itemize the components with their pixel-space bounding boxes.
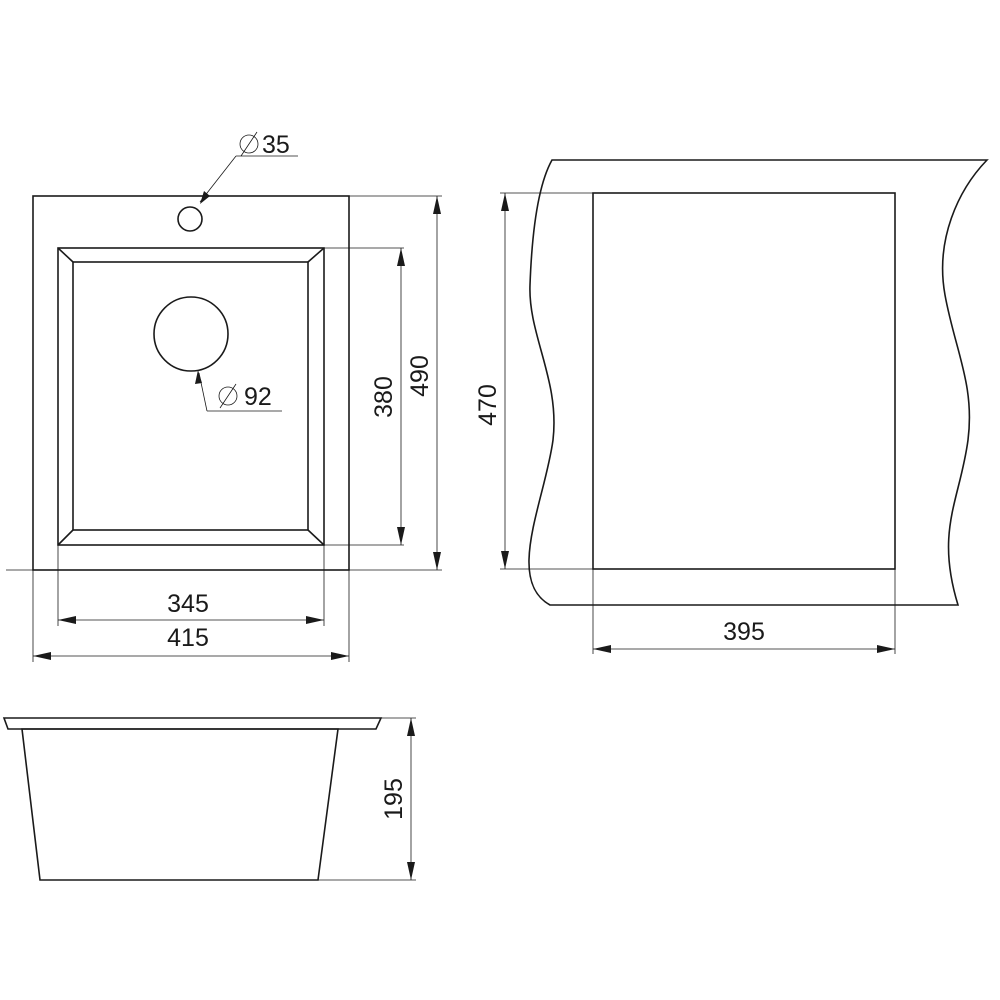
cutout-width-label: 395 [723, 618, 765, 646]
overall-width-dimension: 415 [33, 624, 349, 660]
countertop-break-outline [528, 159, 989, 606]
bowl-chamfers [57, 247, 325, 546]
overall-width-label: 415 [167, 624, 209, 652]
depth-label: 195 [380, 778, 408, 820]
drain-callout: 92 [195, 370, 282, 412]
diameter-symbol-icon [218, 383, 238, 409]
cutout-width-dimension: 395 [593, 618, 895, 653]
cutout-extension-lines [500, 192, 896, 654]
sink-rim [2, 717, 383, 730]
side-extension-lines [318, 717, 416, 881]
side-view: 195 [2, 717, 416, 881]
bowl-inner-edge [72, 261, 309, 531]
sink-outline [32, 195, 350, 571]
diameter-symbol-icon [239, 131, 259, 157]
sink-bowl-profile [21, 728, 339, 881]
overall-height-label: 490 [406, 355, 434, 397]
top-view: 35 92 380 [6, 131, 442, 662]
depth-dimension: 195 [380, 718, 415, 880]
bowl-width-dimension: 345 [58, 590, 324, 624]
cutout-view: 470 395 [474, 159, 989, 654]
tap-hole-callout: 35 [199, 131, 298, 204]
bowl-width-label: 345 [167, 590, 209, 618]
tap-hole [177, 206, 203, 232]
cutout-height-dimension: 470 [474, 193, 509, 569]
bowl-height-dimension: 380 [370, 248, 405, 545]
drain-hole [153, 296, 229, 372]
cutout-height-label: 470 [474, 384, 502, 426]
bowl-height-label: 380 [370, 376, 398, 418]
cutout-rectangle [592, 192, 896, 570]
drain-diameter-label: 92 [244, 383, 272, 411]
overall-height-dimension: 490 [406, 196, 441, 570]
tap-hole-diameter-label: 35 [262, 131, 290, 159]
top-view-extension-lines [6, 195, 442, 662]
bowl-outer-edge [57, 247, 325, 546]
